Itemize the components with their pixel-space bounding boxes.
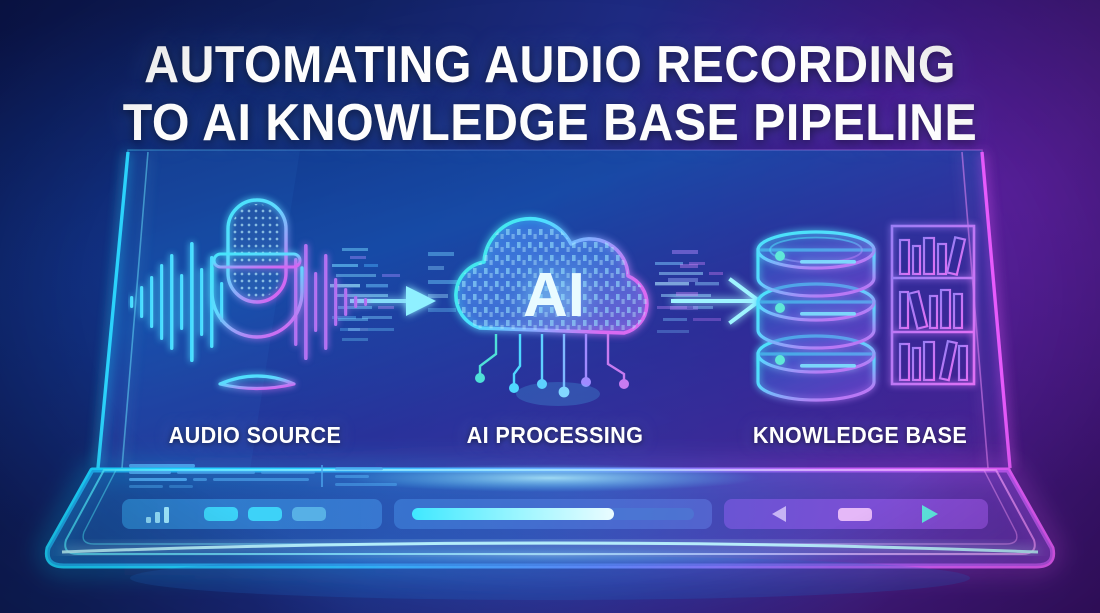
bar-chart-icon	[146, 507, 169, 523]
waveform-right	[294, 244, 367, 360]
previous-triangle-icon	[772, 506, 786, 522]
transport-group	[724, 499, 988, 529]
mic-body	[210, 198, 304, 391]
toolbar-left-group	[122, 499, 382, 529]
stop-square-icon	[838, 508, 872, 521]
placeholder-text-lines	[125, 462, 435, 492]
stage-label-audio-source: AUDIO SOURCE	[168, 422, 342, 448]
toolbar-button-3	[292, 507, 326, 521]
ai-cloud-icon: AI	[428, 188, 698, 428]
next-triangle-icon	[922, 505, 938, 523]
stage-label-ai-processing: AI PROCESSING	[466, 422, 644, 448]
bookshelf-icon	[890, 224, 976, 386]
binary-rain	[428, 250, 698, 312]
arrow-right-icon	[655, 248, 785, 358]
data-stream-dashes	[655, 262, 723, 333]
toolbar-button-1	[204, 507, 238, 521]
database-stack-icon	[740, 188, 990, 428]
circuit-nodes	[475, 334, 629, 398]
toolbar-button-2	[248, 507, 282, 521]
microphone-icon	[128, 188, 386, 428]
progress-bar	[412, 508, 614, 520]
books	[898, 236, 969, 382]
data-chips	[338, 248, 368, 341]
base-toolbar[interactable]	[122, 495, 988, 533]
stage-labels: AUDIO SOURCE AI PROCESSING KNOWLEDGE BAS…	[0, 422, 1100, 462]
cloud-shape	[454, 216, 649, 335]
stage-label-knowledge-base: KNOWLEDGE BASE	[752, 422, 968, 448]
ai-label: AI	[523, 261, 585, 330]
db-cylinders	[756, 230, 876, 402]
waveform-left	[130, 242, 224, 362]
pipeline-icons: AI	[0, 188, 1100, 428]
progress-group	[394, 499, 712, 529]
